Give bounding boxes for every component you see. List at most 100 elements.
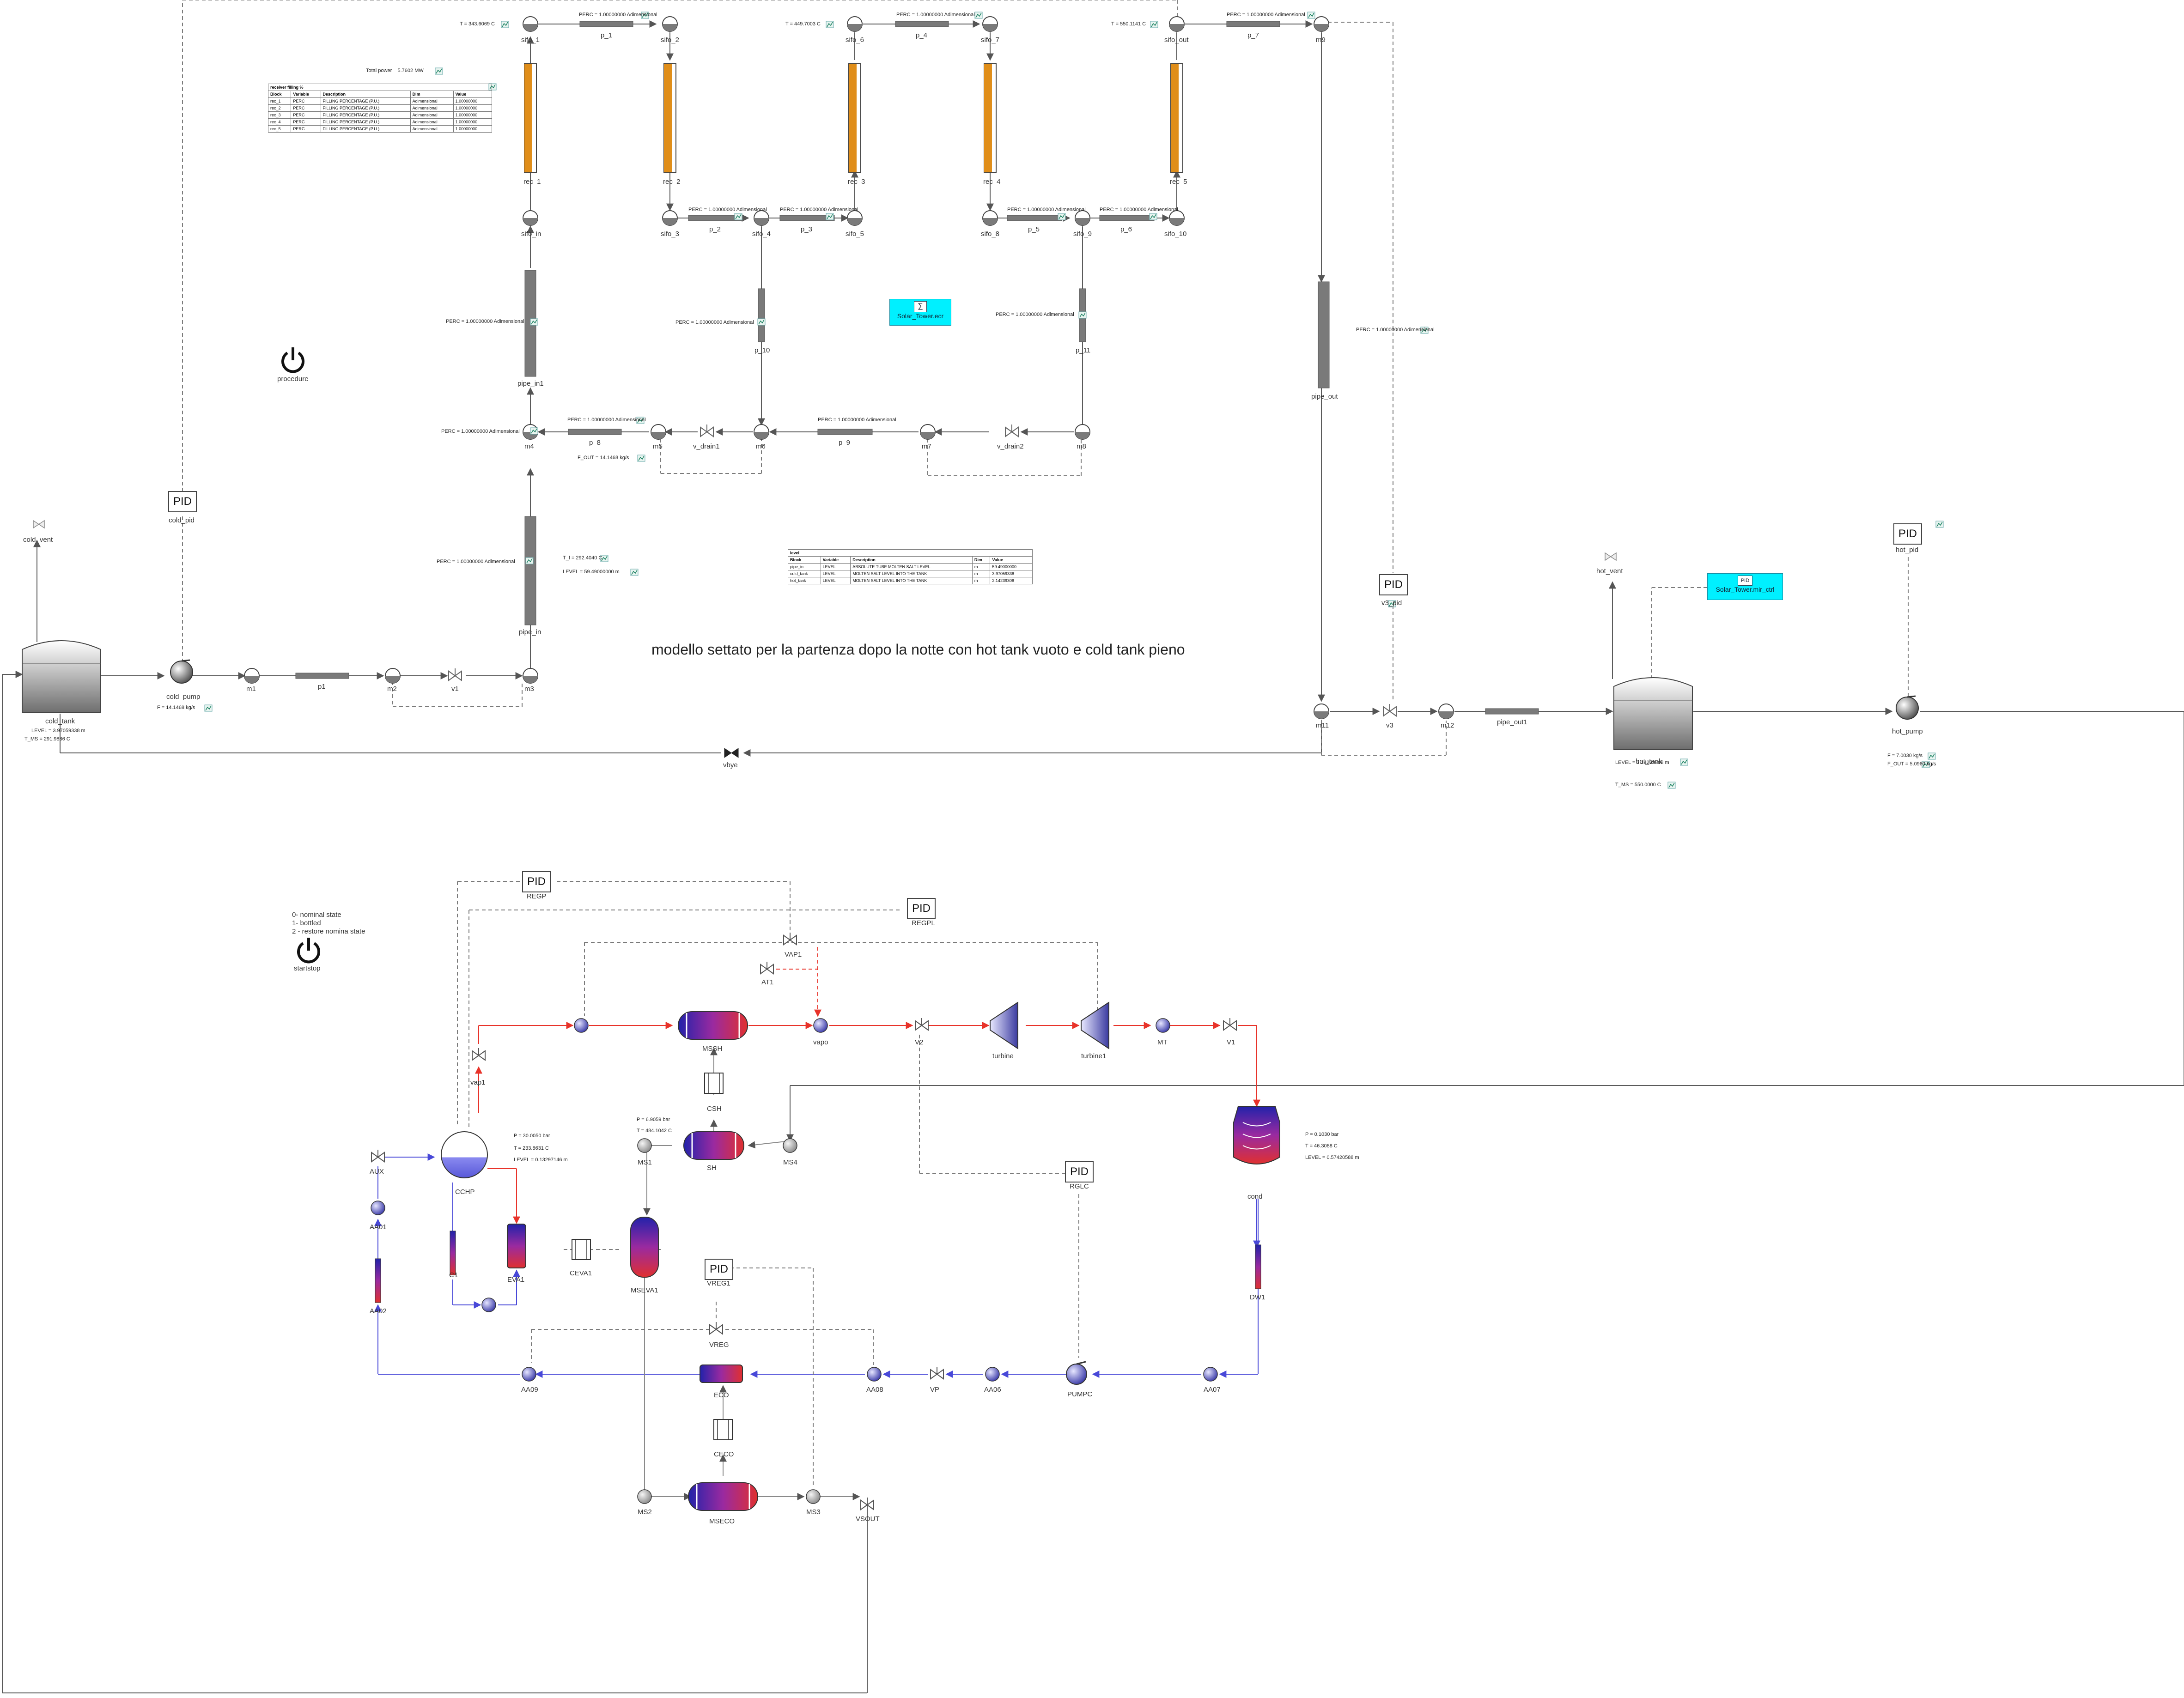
- v1-valve[interactable]: [1223, 1018, 1237, 1031]
- rec-5[interactable]: [1170, 63, 1183, 173]
- hot-vent[interactable]: [1605, 552, 1617, 561]
- label-startstop: startstop: [294, 964, 321, 972]
- sifo-3[interactable]: [662, 210, 678, 226]
- sifo-8[interactable]: [982, 210, 998, 226]
- at1-valve[interactable]: [760, 962, 774, 975]
- mseva1-vessel[interactable]: [630, 1217, 659, 1278]
- value-fout-hot-pump: F_OUT = 5.0960 kg/s: [1887, 761, 1936, 767]
- valve-v-drain1[interactable]: [700, 424, 714, 437]
- vreg1-pid-block[interactable]: PID: [705, 1259, 733, 1280]
- cold-pid-block[interactable]: PID: [168, 491, 197, 512]
- value-perc-p8: PERC = 1.00000000 Adimensional: [567, 417, 646, 423]
- solar-tower-mir-ctrl-box[interactable]: PID Solar_Tower.mir_ctrl: [1707, 573, 1783, 600]
- solar-tower-ecr-label: Solar_Tower.ecr: [897, 312, 944, 320]
- value-cond-p: P = 0.1030 bar: [1305, 1132, 1339, 1137]
- vru-valve[interactable]: [709, 1322, 723, 1335]
- value-t-sifo-out: T = 550.1141 C: [1111, 21, 1146, 27]
- aux-valve[interactable]: [371, 1150, 385, 1163]
- salt-boiler-lines: [643, 1048, 860, 1500]
- sifo-4[interactable]: [754, 210, 769, 226]
- aa08-node[interactable]: [867, 1367, 882, 1382]
- vapc-node[interactable]: [574, 1018, 589, 1033]
- aa07-node[interactable]: [1203, 1367, 1218, 1382]
- sifo-10[interactable]: [1169, 210, 1185, 226]
- rec-4[interactable]: [984, 63, 997, 173]
- ms4-node[interactable]: [783, 1138, 797, 1153]
- m2[interactable]: [385, 668, 401, 684]
- vapo-node[interactable]: [813, 1018, 828, 1033]
- m6[interactable]: [754, 424, 769, 440]
- cond-condenser[interactable]: [1233, 1106, 1280, 1164]
- ceco-box[interactable]: [713, 1419, 733, 1440]
- vap1-valve[interactable]: [472, 1048, 486, 1061]
- valve-v1[interactable]: [448, 668, 462, 681]
- cold-tank[interactable]: [22, 640, 101, 713]
- procedure-power-icon[interactable]: [281, 347, 304, 373]
- v3-pid-block[interactable]: PID: [1379, 574, 1408, 595]
- solar-tower-ecr-box[interactable]: ∑ Solar_Tower.ecr: [889, 299, 951, 326]
- sifo-5[interactable]: [847, 210, 863, 226]
- m5[interactable]: [651, 424, 666, 440]
- m1[interactable]: [244, 668, 260, 684]
- sifo-out[interactable]: [1169, 16, 1185, 32]
- mssh-exchanger[interactable]: [678, 1011, 748, 1040]
- v2-valve[interactable]: [915, 1018, 929, 1031]
- sh-exchanger[interactable]: [683, 1131, 744, 1160]
- mt-node[interactable]: [1156, 1018, 1170, 1033]
- vsout-valve[interactable]: [860, 1498, 874, 1510]
- rec-2[interactable]: [663, 63, 676, 173]
- hot-tank[interactable]: [1613, 677, 1693, 750]
- receiver_table-cell: FILLING PERCENTAGE (P.U.): [320, 125, 411, 133]
- turbine-lp[interactable]: [1081, 1001, 1109, 1049]
- cold-pump[interactable]: [170, 659, 193, 684]
- regpl-pid-block[interactable]: PID: [907, 898, 936, 919]
- regp-pid-block[interactable]: PID: [522, 871, 551, 892]
- cold-vent[interactable]: [33, 520, 45, 529]
- ms3-node[interactable]: [806, 1489, 821, 1504]
- startstop-power-icon-arc: [297, 942, 320, 964]
- m3[interactable]: [523, 668, 538, 684]
- label-c1: C1: [449, 1271, 458, 1279]
- ms1-node[interactable]: [637, 1138, 652, 1153]
- ms2-node[interactable]: [637, 1489, 652, 1504]
- eva1-vessel[interactable]: [507, 1224, 526, 1268]
- sifo-7[interactable]: [982, 16, 998, 32]
- valve-v3[interactable]: [1383, 704, 1397, 717]
- hot-pid-block[interactable]: PID: [1893, 523, 1922, 545]
- cchp-drum[interactable]: [441, 1131, 488, 1178]
- mseco-exchanger[interactable]: [688, 1482, 758, 1511]
- aa09-node[interactable]: [522, 1367, 536, 1382]
- rglc-pid-block[interactable]: PID: [1065, 1161, 1094, 1183]
- vap4-valve[interactable]: [783, 933, 797, 946]
- m8[interactable]: [1075, 424, 1090, 440]
- sifo-1[interactable]: [523, 16, 538, 32]
- eco-exchanger[interactable]: [700, 1364, 743, 1383]
- aa10-node[interactable]: [481, 1298, 496, 1312]
- hot-pump[interactable]: [1896, 695, 1919, 720]
- m7[interactable]: [920, 424, 936, 440]
- sifo-6[interactable]: [847, 16, 863, 32]
- m9[interactable]: [1314, 16, 1329, 32]
- startstop-power-icon[interactable]: [297, 938, 320, 964]
- trend-chart-icon-trend: [1928, 753, 1935, 759]
- pumpc[interactable]: [1066, 1361, 1087, 1385]
- label-sh: SH: [707, 1164, 717, 1172]
- value-f-cold-pump: F = 14.1468 kg/s: [157, 705, 195, 710]
- sifo-in[interactable]: [523, 210, 538, 226]
- turbine-hp[interactable]: [990, 1001, 1018, 1049]
- vp-valve[interactable]: [930, 1367, 944, 1380]
- ceva1-box[interactable]: [572, 1239, 591, 1260]
- pipe-p8: [568, 429, 622, 435]
- rec-1[interactable]: [524, 63, 537, 173]
- sifo-2[interactable]: [662, 16, 678, 32]
- rec-3[interactable]: [848, 63, 861, 173]
- csh-box[interactable]: [704, 1073, 724, 1094]
- sifo-9[interactable]: [1075, 210, 1090, 226]
- m12[interactable]: [1438, 703, 1454, 719]
- trend-chart-icon-trend: [827, 214, 833, 219]
- valve-v-drain2[interactable]: [1005, 424, 1019, 437]
- valve-vbye[interactable]: [724, 748, 739, 758]
- m11[interactable]: [1314, 703, 1329, 719]
- aa01-node[interactable]: [371, 1201, 385, 1215]
- aa06-node[interactable]: [985, 1367, 1000, 1382]
